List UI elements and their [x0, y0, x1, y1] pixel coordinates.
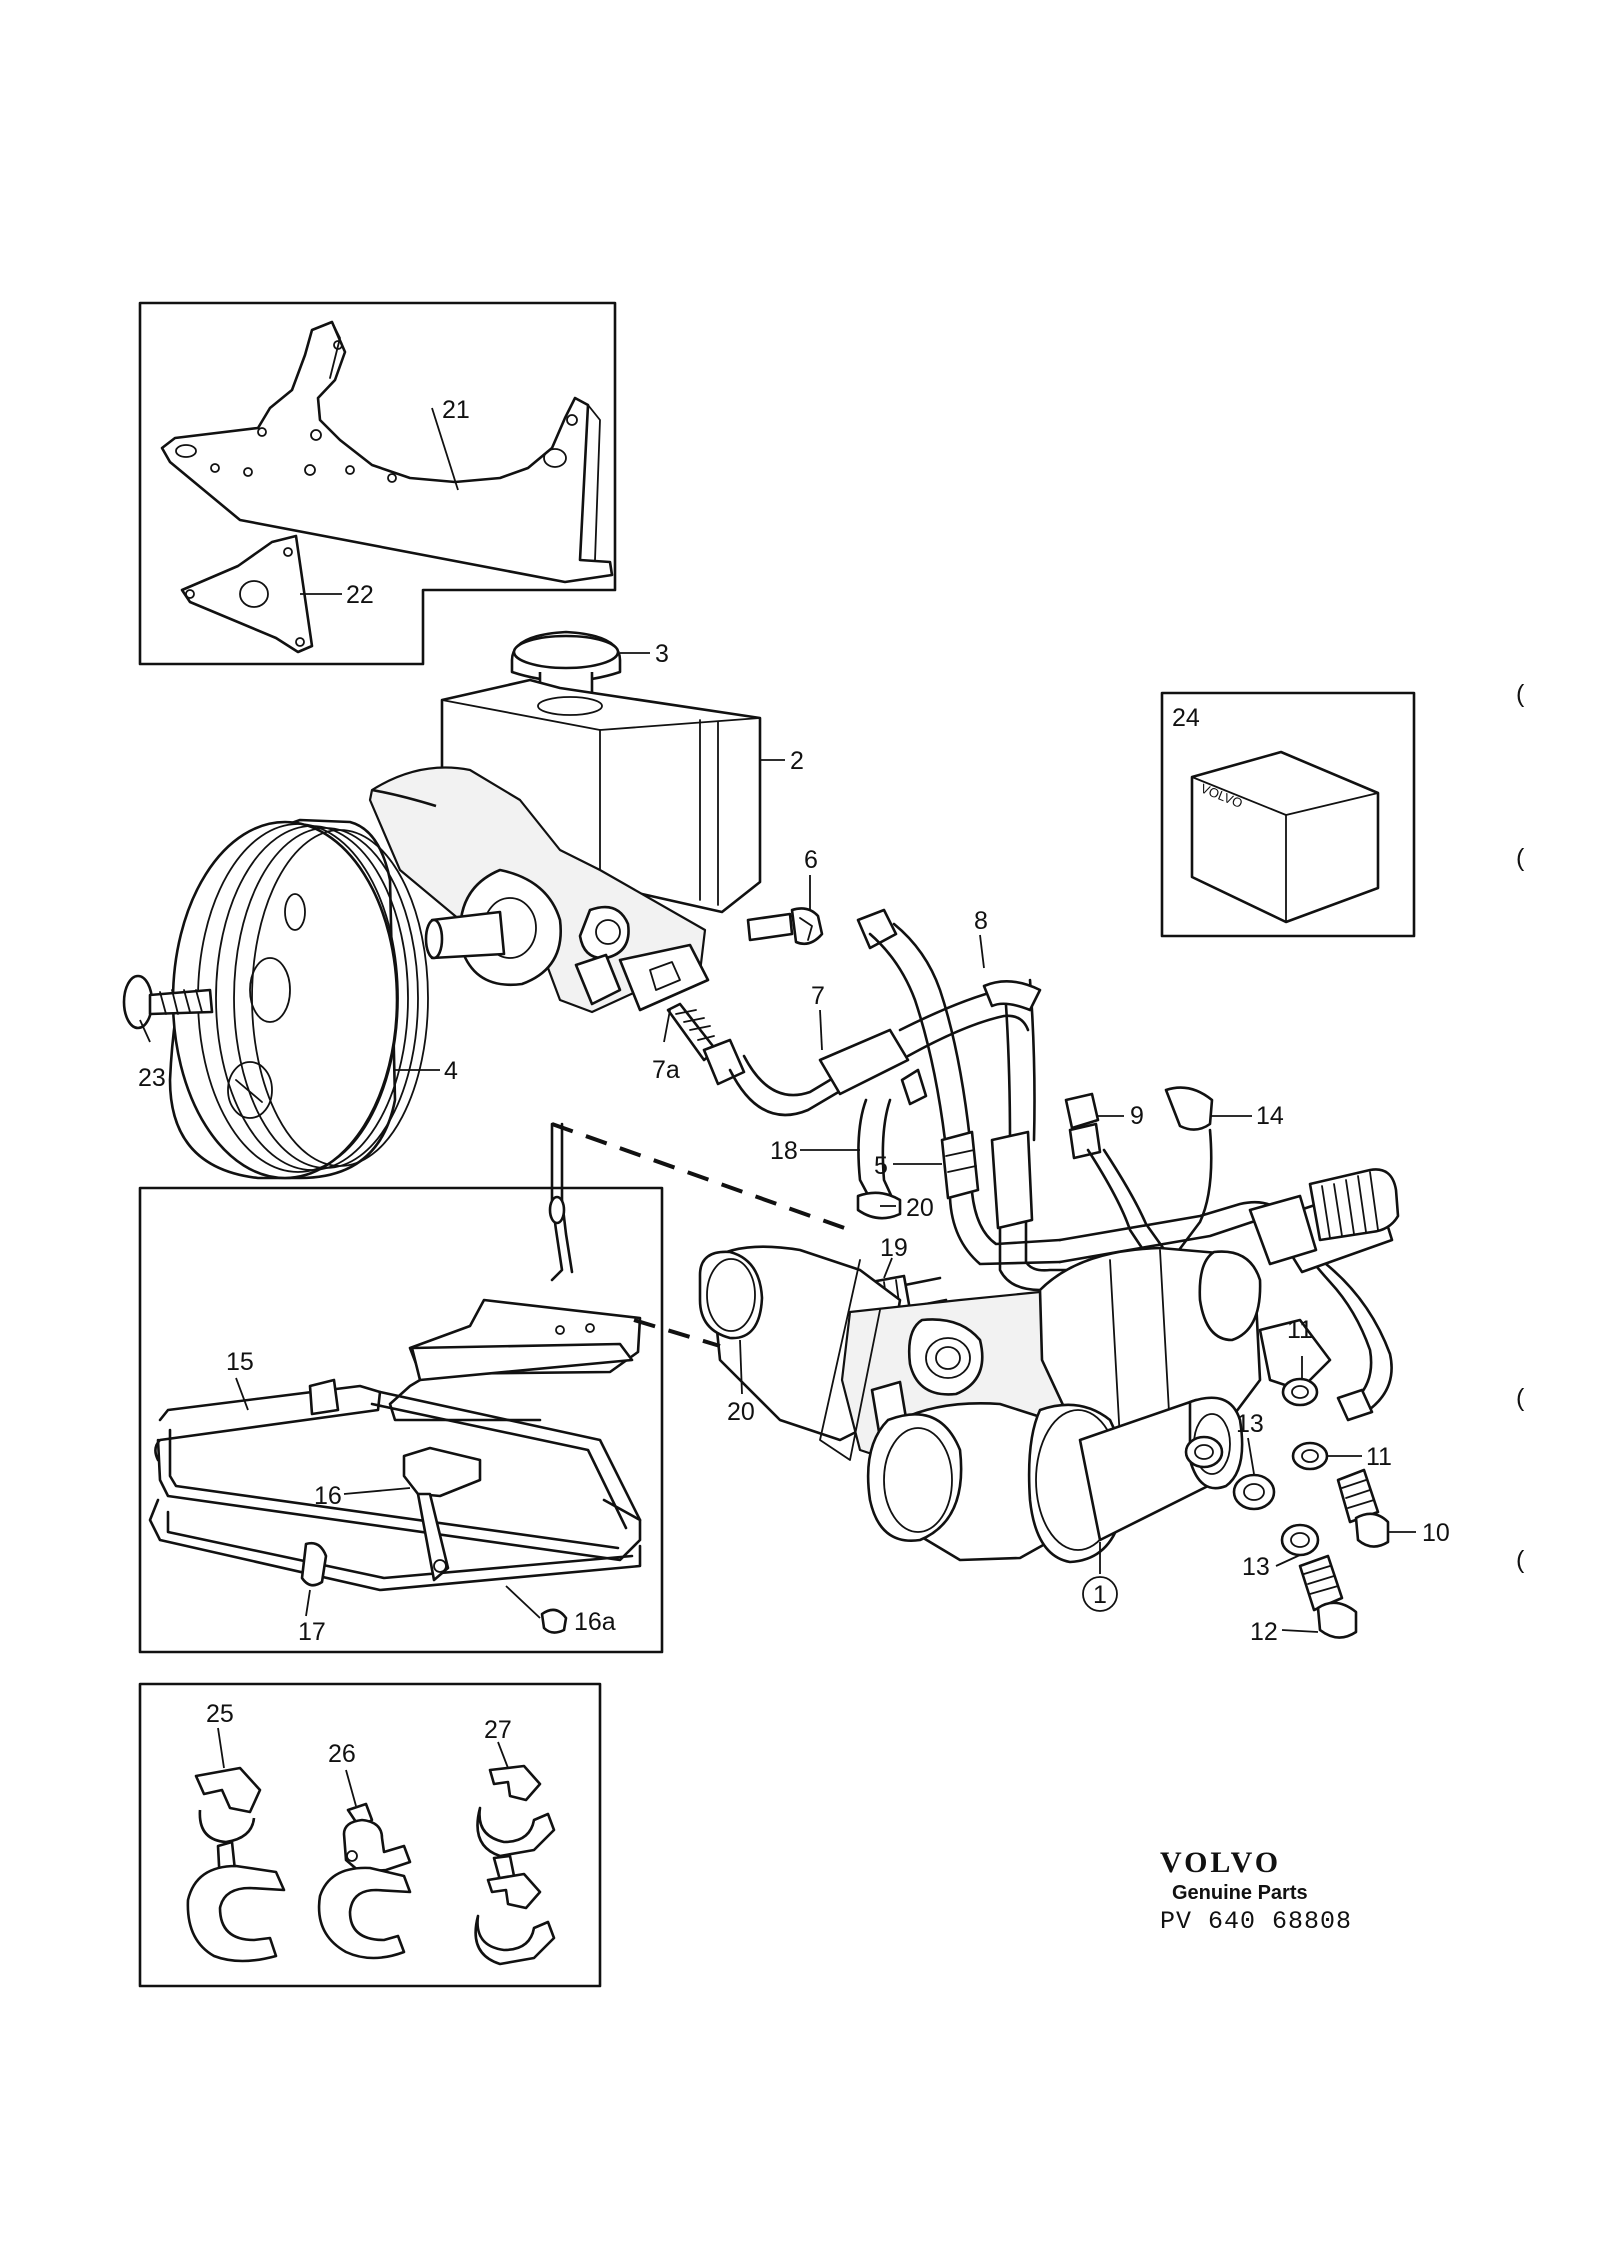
dashed-links [505, 1122, 851, 1619]
callout-13b: 13 [1242, 1553, 1270, 1581]
callout-14: 14 [1256, 1102, 1284, 1130]
callout-20b: 20 [727, 1398, 755, 1426]
callout-10: 10 [1422, 1519, 1450, 1547]
callout-12: 12 [1250, 1618, 1278, 1646]
callout-5: 5 [874, 1152, 888, 1180]
margin-mark-4: ( [1516, 1546, 1525, 1574]
callout-20a: 20 [906, 1194, 934, 1222]
part-code: PV 640 68808 [1160, 1907, 1353, 1936]
callout-24: 24 [1172, 704, 1200, 732]
callout-27: 27 [484, 1716, 512, 1744]
callout-11b: 11 [1366, 1443, 1392, 1471]
volvo-logo: VOLVO [1160, 1846, 1282, 1879]
clips-inset [138, 1682, 602, 1988]
fittings [1184, 1377, 1390, 1639]
callout-16: 16 [314, 1482, 342, 1510]
callout-17: 17 [298, 1618, 326, 1646]
callout-16a: 16a [574, 1608, 616, 1636]
callout-22: 22 [346, 581, 374, 609]
callout-13a: 13 [1236, 1410, 1264, 1438]
callout-7: 7 [811, 982, 825, 1010]
callout-25: 25 [206, 1700, 234, 1728]
margin-mark-2: ( [1516, 844, 1525, 872]
callout-leaders [139, 652, 1416, 1807]
callout-18: 18 [770, 1137, 798, 1165]
genuine-parts-label: Genuine Parts [1172, 1882, 1308, 1904]
callout-1-circle [1082, 1576, 1118, 1612]
callout-3: 3 [655, 640, 669, 668]
callout-15: 15 [226, 1348, 254, 1376]
callout-2: 2 [790, 747, 804, 775]
callout-7a: 7a [652, 1056, 680, 1084]
callout-23: 23 [138, 1064, 166, 1092]
callout-26: 26 [328, 1740, 356, 1768]
callout-1: 1 [1093, 1581, 1107, 1609]
callout-6: 6 [804, 846, 818, 874]
callout-labels: 1 2 3 4 5 6 7 7a 8 9 10 11 11 12 13 13 1… [138, 396, 1450, 1768]
steering-gear [698, 1168, 1400, 1564]
callout-8: 8 [974, 907, 988, 935]
callout-4: 4 [444, 1057, 458, 1085]
brand-block: VOLVO Genuine Parts PV 640 68808 [1160, 1846, 1420, 1936]
margin-mark-1: ( [1516, 680, 1525, 708]
callout-9: 9 [1130, 1102, 1144, 1130]
margin-marks: ( ( ( ( [1516, 680, 1525, 1574]
callout-21: 21 [442, 396, 470, 424]
callout-19: 19 [880, 1234, 908, 1262]
pump-assembly [368, 630, 762, 1014]
callout-11a: 11 [1287, 1316, 1313, 1344]
fluid-box-inset [1160, 691, 1416, 938]
oil-cooler-inset [138, 1122, 664, 1654]
pulley [122, 818, 429, 1180]
bracket-inset [138, 301, 617, 666]
margin-mark-3: ( [1516, 1384, 1525, 1412]
